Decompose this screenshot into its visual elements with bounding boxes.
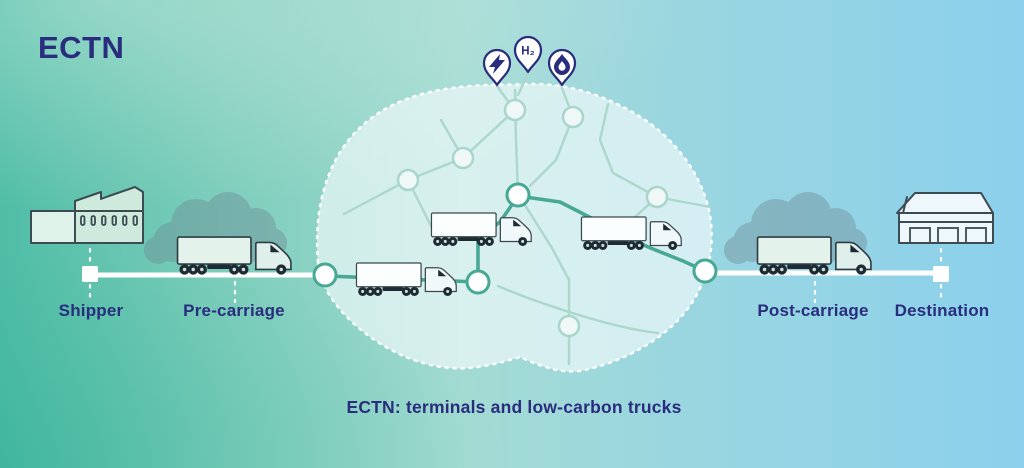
route-entry-node bbox=[312, 262, 338, 288]
truck-icon-pre-carriage bbox=[176, 236, 292, 276]
truck-icon-network-3 bbox=[580, 216, 682, 251]
lightning-pin-icon bbox=[482, 48, 512, 87]
truck-icon-post-carriage bbox=[756, 236, 872, 276]
road bbox=[495, 84, 512, 106]
page-title: ECTN bbox=[38, 30, 125, 65]
road bbox=[496, 284, 660, 335]
shipper-endpoint-marker bbox=[82, 266, 98, 282]
flame-pin-icon bbox=[547, 48, 577, 87]
road bbox=[598, 102, 659, 199]
label-destination: Destination bbox=[894, 301, 990, 320]
h2-pin-icon: H₂ bbox=[513, 35, 543, 74]
factory-icon bbox=[30, 186, 144, 244]
terminal-node bbox=[561, 105, 585, 129]
route-exit-node bbox=[692, 258, 718, 284]
terminal-node bbox=[451, 146, 475, 170]
terminal-nodes bbox=[396, 98, 669, 338]
terminal-node bbox=[503, 98, 527, 122]
route-node bbox=[505, 182, 531, 208]
label-post-carriage: Post-carriage bbox=[757, 301, 869, 320]
road bbox=[516, 192, 571, 282]
terminal-node bbox=[396, 168, 420, 192]
warehouse-icon bbox=[896, 192, 994, 244]
terminal-node bbox=[557, 314, 581, 338]
terminal-node bbox=[645, 185, 669, 209]
truck-icon-network-1 bbox=[355, 262, 457, 297]
road bbox=[342, 178, 410, 216]
destination-endpoint-marker bbox=[933, 266, 949, 282]
label-pre-carriage: Pre-carriage bbox=[183, 301, 285, 320]
truck-icon-network-2 bbox=[430, 212, 532, 247]
h2-pin-label: H₂ bbox=[521, 46, 534, 58]
caption: ECTN: terminals and low-carbon trucks bbox=[346, 397, 682, 417]
road bbox=[516, 72, 530, 97]
route-segment bbox=[516, 194, 707, 273]
label-shipper: Shipper bbox=[58, 301, 124, 320]
road bbox=[528, 86, 575, 188]
route-node bbox=[465, 269, 491, 295]
